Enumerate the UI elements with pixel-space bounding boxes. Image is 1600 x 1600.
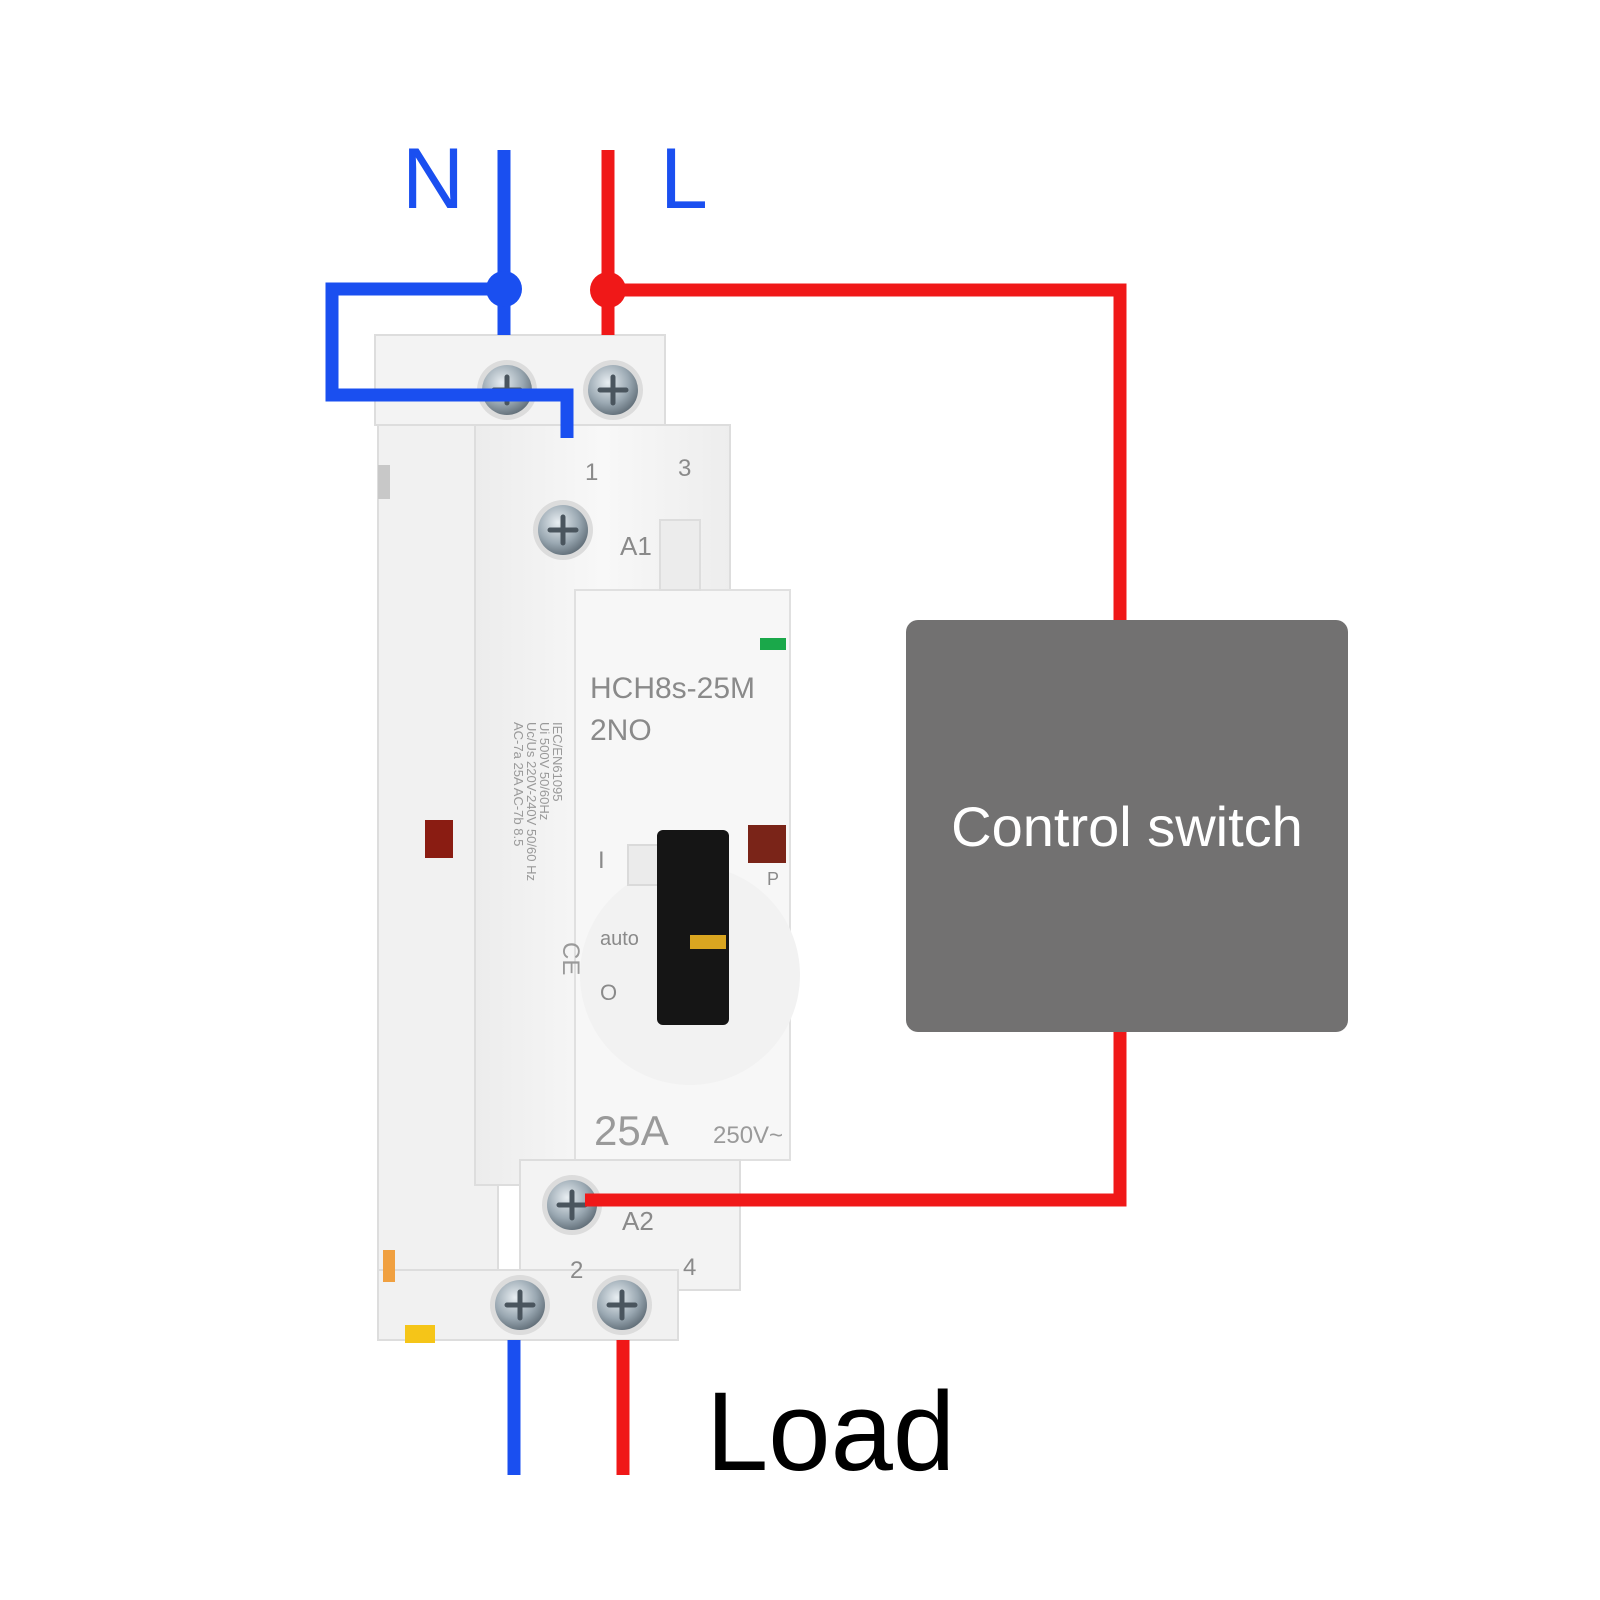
line-wire-to-a2 [585, 1030, 1127, 1207]
contacts-label: 2NO [590, 714, 652, 747]
wiring [325, 150, 1127, 1475]
switch-lever-pin [690, 935, 726, 949]
side-slot [378, 465, 390, 499]
switch-on-mark: I [598, 847, 605, 874]
top-tab [659, 519, 701, 591]
status-indicator [760, 638, 786, 650]
terminal-4-label: 4 [683, 1254, 696, 1281]
load-label: Load [706, 1369, 955, 1494]
contactor-device: HCH8s-25M 2NO 25A 250V~ 1 3 A1 A2 2 4 I … [374, 334, 800, 1343]
coil-a2-label: A2 [622, 1206, 654, 1236]
screw-icon[interactable] [490, 1275, 550, 1335]
manual-switch-lever[interactable] [657, 830, 729, 1025]
spec-text-block: IEC/EN61095 Ui 500V 50/60Hz Uc/Us 220V-2… [511, 722, 584, 975]
screw-icon[interactable] [583, 360, 643, 420]
din-clip [405, 1325, 435, 1343]
line-label: L [660, 131, 708, 227]
terminal-3-label: 3 [678, 455, 691, 482]
spec-line: AC-7a 25A AC-7b 8.5 [511, 722, 526, 846]
switch-on-slot [627, 844, 659, 886]
neutral-wire-coil [325, 282, 574, 438]
side-indicator-red [425, 820, 453, 858]
screw-icon[interactable] [592, 1275, 652, 1335]
ce-mark: CE [557, 942, 584, 975]
neutral-label: N [402, 131, 464, 227]
junction-dot-icon [486, 271, 522, 307]
control-switch-body[interactable] [906, 620, 1348, 1032]
junction-dot-icon [590, 272, 626, 308]
control-switch-label: Control switch [951, 795, 1303, 858]
switch-auto-mark: auto [600, 928, 639, 950]
control-switch-box[interactable]: Control switch [906, 620, 1348, 1032]
voltage-rating: 250V~ [713, 1122, 783, 1149]
spec-line: IEC/EN61095 [550, 722, 565, 802]
terminal-1-label: 1 [585, 459, 598, 486]
switch-off-mark: O [600, 980, 617, 1005]
lock-mark: P [767, 869, 779, 889]
side-indicator-orange [383, 1250, 395, 1282]
terminal-2-label: 2 [570, 1257, 583, 1284]
spec-line: Uc/Us 220V-240V 50/60 Hz [524, 722, 539, 881]
model-label: HCH8s-25M [590, 672, 755, 705]
coil-a1-label: A1 [620, 531, 652, 561]
lock-indicator [748, 825, 786, 863]
line-wire-to-switch [608, 283, 1127, 620]
current-rating: 25A [594, 1107, 669, 1154]
screw-icon[interactable] [533, 500, 593, 560]
spec-line: Ui 500V 50/60Hz [537, 722, 552, 820]
